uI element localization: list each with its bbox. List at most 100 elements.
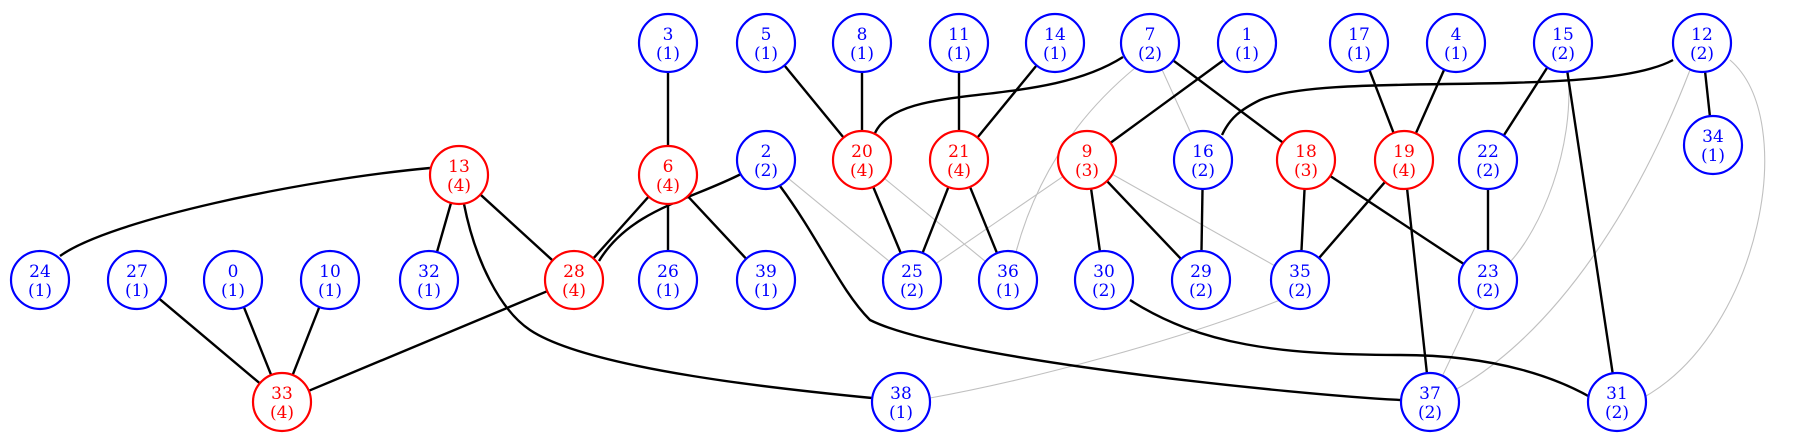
node-circle <box>1373 129 1435 191</box>
node-circle <box>637 144 699 206</box>
node-count-label: (4) <box>947 161 971 181</box>
node-0: 0(1) <box>202 249 264 311</box>
node-circle <box>928 129 990 191</box>
node-count-label: (1) <box>850 44 874 64</box>
nodes-layer: 0(1)1(1)2(2)3(1)4(1)5(1)6(4)7(2)8(1)9(3)… <box>9 12 1744 433</box>
edge-0-33 <box>242 306 273 376</box>
edge-14-21 <box>976 64 1038 139</box>
node-count-label: (4) <box>562 281 586 301</box>
node-count-label: (3) <box>1294 161 1318 181</box>
node-id-label: 0 <box>228 262 239 282</box>
edge-16-29 <box>1200 188 1204 252</box>
node-circle <box>106 249 168 311</box>
edge-21-36 <box>968 186 999 254</box>
edge-23-37 <box>1441 305 1477 377</box>
node-count-label: (1) <box>656 281 680 301</box>
node-count-label: (4) <box>850 161 874 181</box>
node-id-label: 4 <box>1451 25 1462 45</box>
node-3: 3(1) <box>637 12 699 74</box>
edge-20-25 <box>872 186 902 254</box>
edge-15-23 <box>1509 71 1570 263</box>
node-id-label: 30 <box>1093 262 1115 282</box>
node-22: 22(2) <box>1457 129 1519 191</box>
node-circle <box>881 249 943 311</box>
node-37: 37(2) <box>1399 371 1461 433</box>
node-circle <box>637 12 699 74</box>
edge-7-16 <box>1161 69 1192 134</box>
node-id-label: 13 <box>448 157 470 177</box>
node-19: 19(4) <box>1373 129 1435 191</box>
node-id-label: 3 <box>663 25 674 45</box>
node-2: 2(2) <box>735 129 797 191</box>
edge-2-28 <box>597 172 742 262</box>
node-id-label: 5 <box>761 25 772 45</box>
node-25: 25(2) <box>881 249 943 311</box>
edge-9-30 <box>1089 188 1102 252</box>
node-35: 35(2) <box>1269 249 1331 311</box>
node-count-label: (1) <box>125 281 149 301</box>
edge-28-33 <box>308 290 548 392</box>
node-id-label: 7 <box>1145 25 1156 45</box>
node-id-label: 11 <box>948 25 970 45</box>
node-34: 34(1) <box>1682 114 1744 176</box>
node-count-label: (4) <box>270 403 294 423</box>
edge-12-34 <box>1703 71 1712 117</box>
edge-15-22 <box>1502 66 1549 137</box>
node-count-label: (1) <box>754 281 778 301</box>
node-circle <box>299 249 361 311</box>
node-count-label: (2) <box>900 281 924 301</box>
node-circle <box>831 129 893 191</box>
node-id-label: 38 <box>890 384 912 404</box>
node-circle <box>1275 129 1337 191</box>
edge-18-35 <box>1300 188 1306 252</box>
edge-21-25 <box>921 186 950 254</box>
node-count-label: (1) <box>754 44 778 64</box>
node-14: 14(1) <box>1024 12 1086 74</box>
node-16: 16(2) <box>1172 129 1234 191</box>
node-circle <box>1328 12 1390 74</box>
node-circle <box>398 249 460 311</box>
node-circle <box>1399 371 1461 433</box>
node-9: 9(3) <box>1056 129 1118 191</box>
node-30: 30(2) <box>1073 249 1135 311</box>
edge-2-37 <box>779 185 1402 402</box>
node-33: 33(4) <box>251 371 313 433</box>
node-10: 10(1) <box>299 249 361 311</box>
node-23: 23(2) <box>1457 249 1519 311</box>
node-count-label: (1) <box>221 281 245 301</box>
node-id-label: 27 <box>126 262 148 282</box>
node-id-label: 16 <box>1192 142 1214 162</box>
node-id-label: 6 <box>663 157 674 177</box>
node-5: 5(1) <box>735 12 797 74</box>
node-id-label: 39 <box>755 262 777 282</box>
node-18: 18(3) <box>1275 129 1337 191</box>
edge-27-33 <box>158 297 261 385</box>
node-id-label: 35 <box>1289 262 1311 282</box>
node-count-label: (3) <box>1075 161 1099 181</box>
edge-10-33 <box>291 306 321 376</box>
node-circle <box>735 249 797 311</box>
node-id-label: 2 <box>761 142 772 162</box>
node-circle <box>1056 129 1118 191</box>
node-7: 7(2) <box>1119 12 1181 74</box>
edge-17-19 <box>1368 69 1395 134</box>
node-id-label: 28 <box>563 262 585 282</box>
node-circle <box>735 12 797 74</box>
node-circle <box>543 249 605 311</box>
node-count-label: (2) <box>1476 161 1500 181</box>
node-15: 15(2) <box>1532 12 1594 74</box>
node-circle <box>637 249 699 311</box>
edge-35-38 <box>929 299 1281 399</box>
node-8: 8(1) <box>831 12 893 74</box>
node-id-label: 26 <box>657 262 679 282</box>
edge-13-32 <box>435 202 453 253</box>
node-13: 13(4) <box>428 144 490 206</box>
node-count-label: (2) <box>1690 44 1714 64</box>
node-circle <box>735 129 797 191</box>
node-circle <box>831 12 893 74</box>
node-count-label: (4) <box>656 176 680 196</box>
node-circle <box>1024 12 1086 74</box>
edge-12-16 <box>1220 58 1674 136</box>
edge-6-39 <box>686 195 748 260</box>
